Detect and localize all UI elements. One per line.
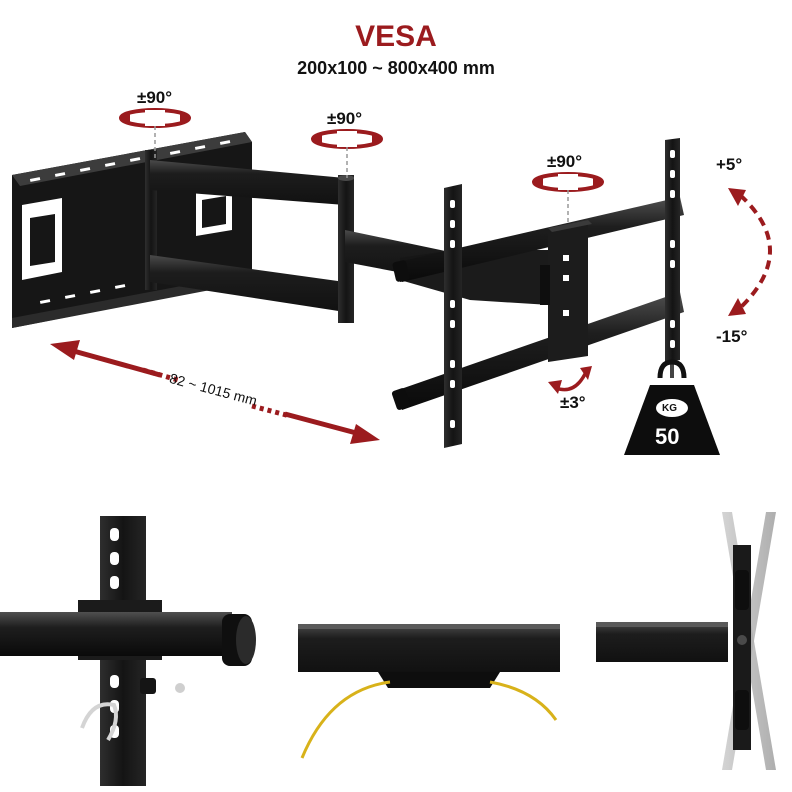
tilt-up-label: +5° [716,155,743,174]
vesa-size-range: 200x100 ~ 800x400 mm [297,58,495,78]
tilt-down-label: -15° [716,327,748,346]
swivel-middle-label: ±90° [327,109,363,128]
wall-plate [12,132,252,328]
swivel-right-label: ±90° [547,152,583,171]
tilt-arrow-icon [728,188,772,316]
weight-value-label: 50 [655,424,680,449]
swivel-middle-icon [311,129,383,178]
detail-rail-joint [0,516,256,786]
detail-tilt-side-view [596,512,776,770]
weight-unit-label: KG [662,403,677,414]
swivel-left-icon [119,108,191,160]
extension-arrow-icon [50,340,380,444]
swivel-right-icon [532,172,604,222]
rotation-label: ±3° [560,393,586,412]
vesa-title: VESA [355,20,437,53]
swivel-left-label: ±90° [137,88,173,107]
kettlebell-weight-icon [624,359,720,455]
rotation-arrow-icon [548,366,592,394]
tv-bracket [391,138,684,448]
detail-cable-management [298,624,560,759]
